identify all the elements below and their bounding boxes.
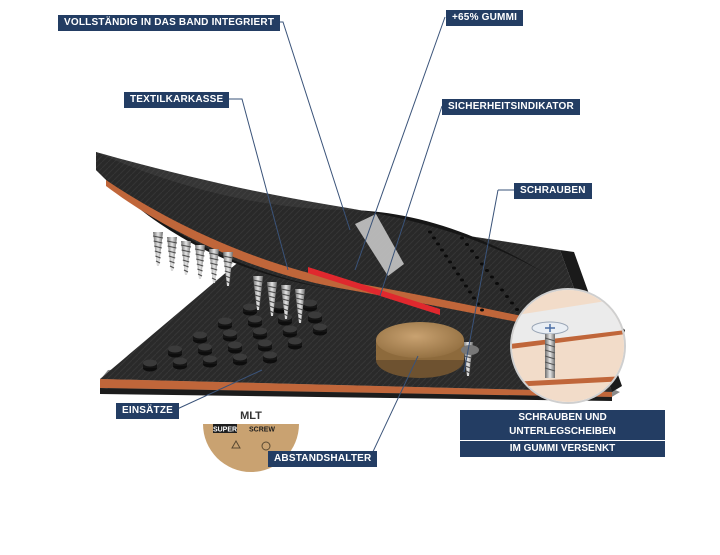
screw [166, 237, 178, 271]
screw [252, 276, 264, 310]
insert-plug [198, 343, 212, 356]
callout-rubber: +65% GUMMI [446, 10, 524, 26]
insert-plug [258, 339, 272, 352]
screw [266, 282, 278, 316]
insert-plug [228, 341, 242, 354]
insert-plug [193, 331, 207, 344]
safety-indicator-strip [308, 267, 440, 315]
upper-belt [96, 152, 625, 343]
insert-plug [303, 299, 317, 312]
svg-text:SUPER: SUPER [213, 427, 237, 434]
screw [222, 252, 234, 286]
inserts-group [143, 299, 327, 372]
insert-plug [173, 357, 187, 370]
callout-inserts: EINSÄTZE [116, 403, 180, 419]
callout-screws-washers-line1: SCHRAUBEN UND UNTERLEGSCHEIBEN [460, 410, 665, 440]
screw [180, 241, 192, 275]
svg-text:SCREW: SCREW [249, 427, 275, 434]
insert-plug [223, 329, 237, 342]
insert-plug [283, 325, 297, 338]
screw [208, 249, 220, 283]
screw-washer-inset [510, 288, 626, 404]
callout-screws: SCHRAUBEN [514, 183, 592, 199]
recycle-icon [261, 441, 271, 451]
callout-carcass: TEXTILKARKASSE [124, 92, 230, 108]
insert-plug [243, 303, 257, 316]
recycle-icon [231, 439, 241, 449]
screw-icon [544, 334, 556, 378]
svg-text:MLT: MLT [240, 410, 262, 422]
screw [194, 245, 206, 279]
callout-safety-indicator: SICHERHEITSINDIKATOR [442, 99, 580, 115]
insert-plug [143, 359, 157, 372]
insert-plug [288, 337, 302, 350]
screw [152, 232, 164, 266]
lower-carcass-layer [100, 379, 612, 397]
insert-plug [203, 355, 217, 368]
insert-plug [218, 317, 232, 330]
callout-screws-washers-line2: IM GUMMI VERSENKT [460, 441, 665, 457]
screw [294, 289, 306, 323]
plus-icon [545, 324, 555, 332]
insert-plug [248, 315, 262, 328]
callout-screws-washers: SCHRAUBEN UND UNTERLEGSCHEIBEN IM GUMMI … [460, 410, 665, 457]
callout-spacer: ABSTANDSHALTER [268, 451, 378, 467]
insert-plug [308, 311, 322, 324]
insert-plug [168, 345, 182, 358]
callout-integrated: VOLLSTÄNDIG IN DAS BAND INTEGRIERT [58, 15, 281, 31]
screw [280, 285, 292, 319]
screws-group [152, 232, 474, 376]
spacer-disc [376, 322, 479, 378]
insert-plug [263, 351, 277, 364]
insert-plug [313, 323, 327, 336]
insert-plug [233, 353, 247, 366]
insert-plug [253, 327, 267, 340]
